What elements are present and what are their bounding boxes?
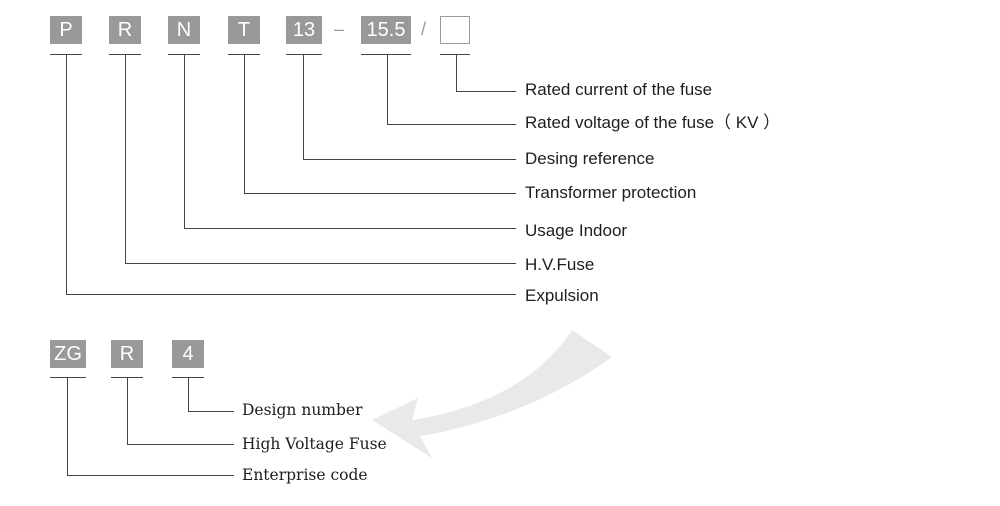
code-underline xyxy=(168,54,200,56)
label-transformer-protection: Transformer protection xyxy=(525,183,697,202)
connector-vertical xyxy=(456,55,458,92)
code-box-t: T xyxy=(228,16,260,44)
label-expulsion: Expulsion xyxy=(525,286,599,305)
code-box-r: R xyxy=(109,16,141,44)
connector-horizontal xyxy=(125,263,516,265)
slash-separator: / xyxy=(421,19,427,39)
code-underline xyxy=(228,54,260,56)
connector-vertical xyxy=(244,55,246,194)
connector-horizontal xyxy=(188,411,234,413)
connector-horizontal xyxy=(127,444,234,446)
label-high-voltage-fuse: High Voltage Fuse xyxy=(242,435,387,453)
connector-horizontal xyxy=(244,193,516,195)
connector-horizontal xyxy=(66,294,516,296)
code-underline xyxy=(361,54,411,56)
connector-vertical xyxy=(184,55,186,229)
connector-horizontal xyxy=(303,159,516,161)
label-enterprise-code: Enterprise code xyxy=(242,466,368,484)
code-underline xyxy=(111,377,143,379)
code-underline xyxy=(440,54,470,56)
connector-vertical xyxy=(67,378,69,476)
code-box-15-5: 15.5 xyxy=(361,16,411,44)
connector-vertical xyxy=(387,55,389,125)
connector-horizontal xyxy=(456,91,516,93)
code-underline xyxy=(50,54,82,56)
dash-separator: – xyxy=(334,19,345,39)
connector-vertical xyxy=(127,378,129,445)
curved-arrow-shape xyxy=(372,330,612,458)
label-rated-voltage: Rated voltage of the fuse（ KV ） xyxy=(525,113,781,132)
label-design-number: Design number xyxy=(242,401,363,419)
label-usage-indoor: Usage Indoor xyxy=(525,221,628,240)
code-box-4: 4 xyxy=(172,340,204,368)
code-underline xyxy=(50,377,86,379)
connector-horizontal xyxy=(387,124,516,126)
code-underline xyxy=(286,54,322,56)
code-underline xyxy=(109,54,141,56)
connector-vertical xyxy=(66,55,68,295)
code-underline xyxy=(172,377,204,379)
connector-vertical xyxy=(125,55,127,264)
code-box-r-bottom: R xyxy=(111,340,143,368)
code-box-p: P xyxy=(50,16,82,44)
label-hv-fuse: H.V.Fuse xyxy=(525,255,595,274)
connector-vertical xyxy=(188,378,190,412)
code-box-empty xyxy=(440,16,470,44)
connector-horizontal xyxy=(184,228,516,230)
label-design-reference: Desing reference xyxy=(525,149,655,168)
code-box-n: N xyxy=(168,16,200,44)
label-rated-current: Rated current of the fuse xyxy=(525,80,713,99)
code-box-13: 13 xyxy=(286,16,322,44)
code-box-zg: ZG xyxy=(50,340,86,368)
connector-vertical xyxy=(303,55,305,160)
connector-horizontal xyxy=(67,475,234,477)
